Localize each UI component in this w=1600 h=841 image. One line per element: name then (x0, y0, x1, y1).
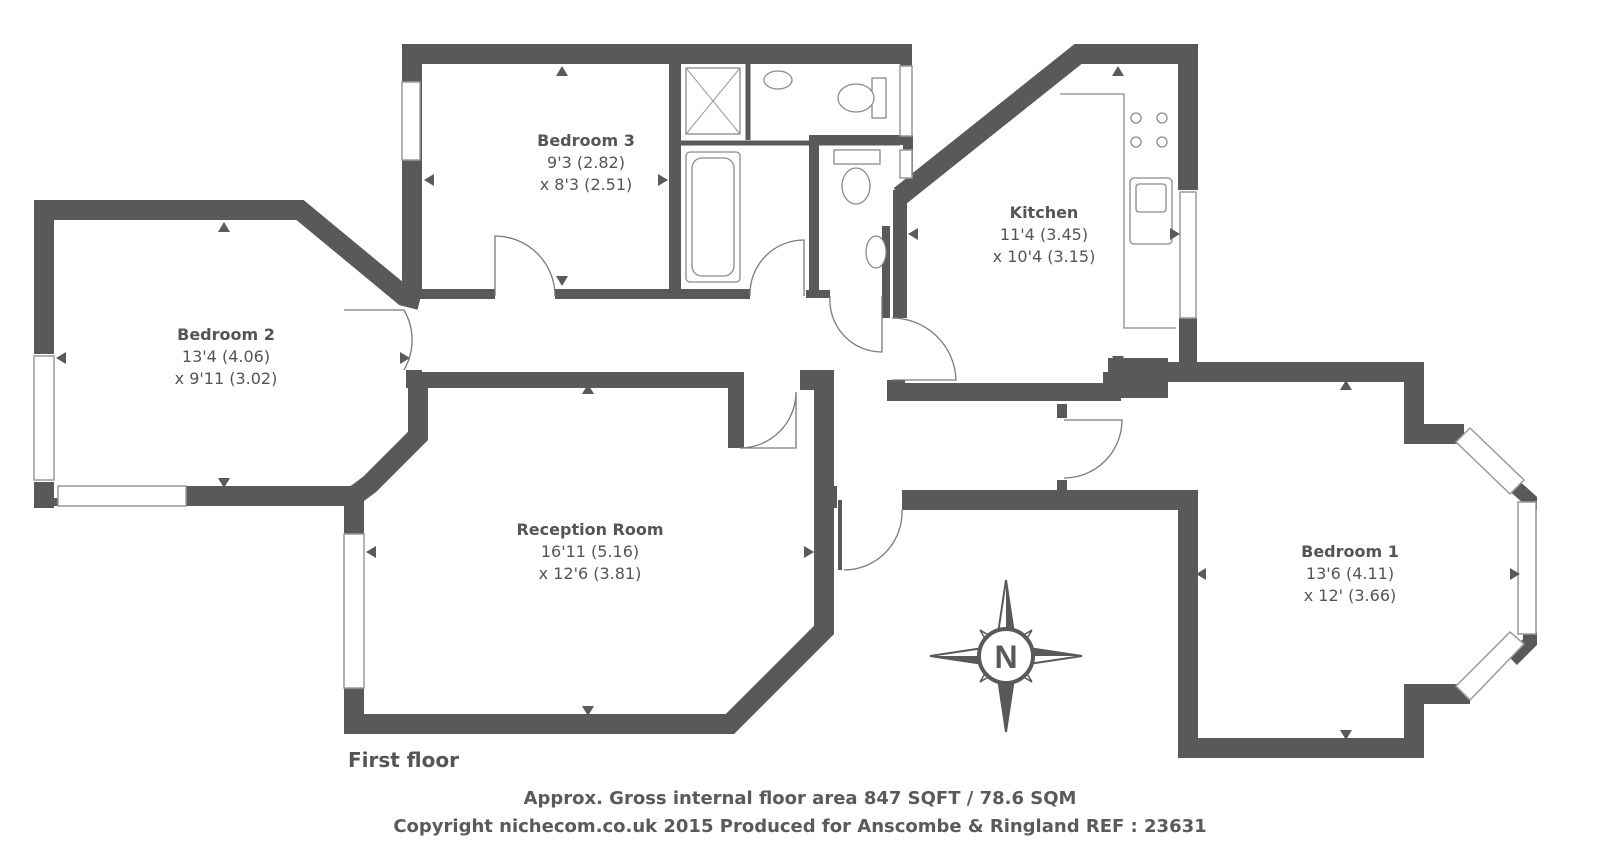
marker-r-bottom (582, 706, 594, 716)
marker-b3-right (658, 174, 668, 186)
hob-1 (1130, 112, 1142, 124)
door-reception (739, 391, 797, 449)
bathtub-inner (691, 157, 735, 277)
shower-diag-2 (685, 67, 741, 135)
marker-b2-right (400, 352, 410, 364)
floor-label: First floor (348, 748, 459, 772)
bathroom-basin (763, 70, 793, 90)
window-bedroom2-side (33, 355, 55, 481)
room-name: Bedroom 2 (177, 325, 275, 344)
wall-kitchen-bottom (887, 372, 1121, 401)
wc-cistern (833, 149, 881, 165)
wall-bedroom2 (34, 200, 423, 354)
copyright-notice: Copyright nichecom.co.uk 2015 Produced f… (393, 816, 1207, 837)
wall-bay-bottom (1507, 632, 1537, 665)
door-bedroom1 (1063, 419, 1123, 479)
walls (34, 44, 1537, 758)
wc-bowl (841, 167, 871, 205)
door-wc (829, 295, 883, 353)
marker-r-left (366, 546, 376, 558)
room-label-kitchen: Kitchen 11'4 (3.45) x 10'4 (3.15) (993, 202, 1096, 268)
marker-b1-bottom (1340, 730, 1352, 740)
door-kitchen (891, 317, 957, 381)
marker-b2-left (56, 352, 66, 364)
wall-reception-left-angle (344, 372, 428, 534)
room-name: Reception Room (516, 520, 664, 539)
wall-kitchen-top (893, 44, 1198, 204)
marker-r-right (804, 546, 814, 558)
marker-b1-left (1196, 568, 1206, 580)
window-bay-middle (1517, 501, 1537, 635)
hob-3 (1130, 136, 1142, 148)
kitchen-counter (1060, 93, 1176, 329)
hob-2 (1156, 112, 1168, 124)
room-dim-2: x 10'4 (3.15) (992, 247, 1096, 266)
window-bay-lower (1454, 630, 1526, 702)
area-summary: Approx. Gross internal floor area 847 SQ… (523, 788, 1077, 809)
room-dim-1: 13'4 (4.06) (181, 347, 271, 366)
wall-bedroom1-top (1146, 362, 1464, 444)
room-dim-2: x 12'6 (3.81) (538, 564, 642, 583)
windows (33, 65, 1537, 702)
marker-b2-top (218, 222, 230, 232)
marker-b3-top (556, 66, 568, 76)
window-bathroom (899, 65, 913, 137)
room-dim-2: x 9'11 (3.02) (174, 369, 278, 388)
window-bay-upper (1454, 426, 1526, 496)
room-dim-1: 13'6 (4.11) (1305, 564, 1395, 583)
room-dim-2: x 8'3 (2.51) (539, 175, 633, 194)
room-name: Bedroom 1 (1301, 542, 1399, 561)
doors (344, 235, 1123, 571)
room-label-bedroom-1: Bedroom 1 13'6 (4.11) x 12' (3.66) (1301, 541, 1399, 607)
marker-k-right (1170, 228, 1180, 240)
marker-b3-bottom (556, 276, 568, 286)
door-hall (843, 509, 903, 571)
room-dim-2: x 12' (3.66) (1303, 586, 1397, 605)
door-bedroom2 (344, 309, 413, 371)
marker-k-top (1112, 66, 1124, 76)
door-bedroom3 (494, 235, 556, 297)
door-bathroom (749, 239, 805, 297)
compass-letter: N (994, 639, 1017, 675)
room-name: Bedroom 3 (537, 131, 635, 150)
marker-b3-left (424, 174, 434, 186)
window-bedroom2-bottom (57, 485, 187, 507)
marker-b1-right (1510, 568, 1520, 580)
hob-4 (1156, 136, 1168, 148)
marker-b2-bottom (218, 478, 230, 488)
wc-basin (865, 235, 887, 269)
marker-k-left (908, 228, 918, 240)
room-label-reception-room: Reception Room 16'11 (5.16) x 12'6 (3.81… (516, 519, 663, 585)
window-reception (343, 533, 365, 689)
window-wc (899, 149, 913, 179)
room-dim-1: 9'3 (2.82) (547, 153, 625, 172)
room-label-bedroom-2: Bedroom 2 13'4 (4.06) x 9'11 (3.02) (175, 324, 278, 390)
room-dim-1: 16'11 (5.16) (540, 542, 640, 561)
marker-r-top (582, 384, 594, 394)
window-kitchen (1179, 191, 1197, 319)
wall-reception-bottom (344, 370, 834, 734)
dimension-markers (56, 66, 1520, 740)
wall-hall-bottom (902, 490, 1470, 758)
kitchen-sink-bowl (1135, 183, 1167, 213)
marker-k-bottom (1112, 356, 1124, 366)
room-name: Kitchen (1009, 203, 1079, 222)
wall-bedroom3-left (402, 44, 912, 298)
wall-reception-top (406, 370, 744, 448)
room-dim-1: 11'4 (3.45) (999, 225, 1089, 244)
compass-rose-icon: N (929, 579, 1083, 733)
toilet-bowl (837, 83, 875, 113)
window-bedroom3 (401, 81, 421, 161)
fixtures (685, 67, 1176, 329)
room-label-bedroom-3: Bedroom 3 9'3 (2.82) x 8'3 (2.51) (537, 130, 635, 196)
marker-b1-top (1340, 380, 1352, 390)
